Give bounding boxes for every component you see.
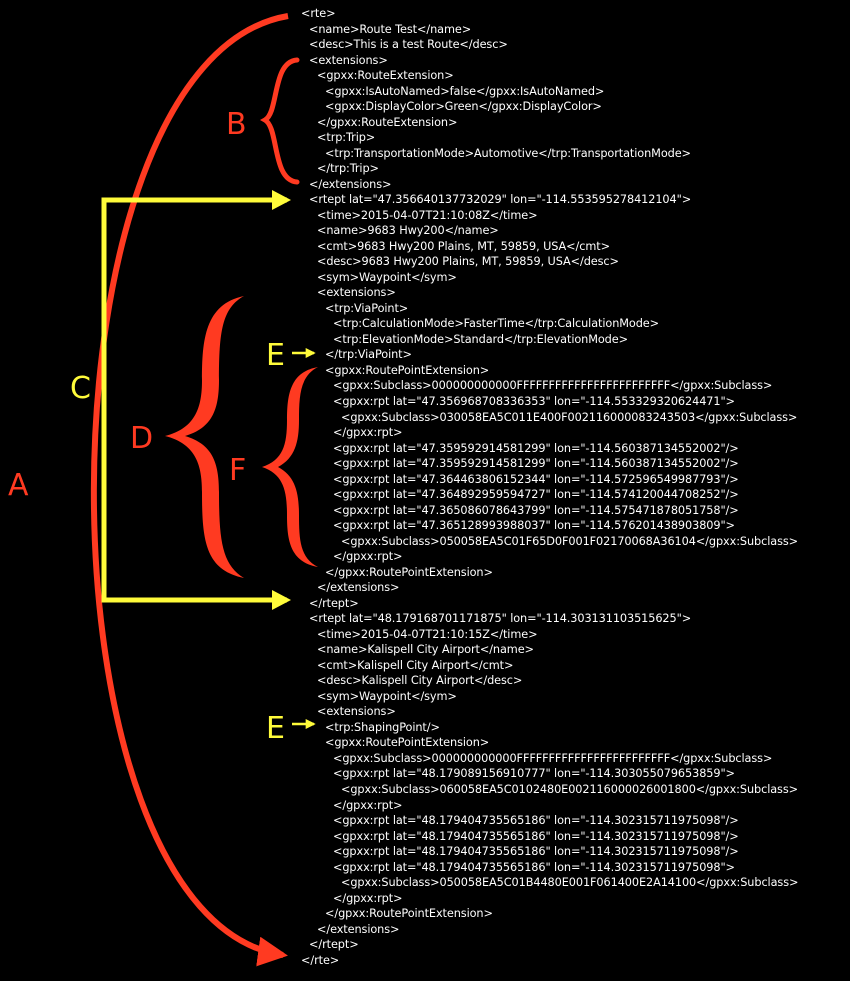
label-a: A	[8, 468, 29, 503]
code-line: <extensions>	[317, 286, 396, 300]
code-line: <gpxx:RoutePointExtension>	[325, 736, 490, 750]
code-line: <gpxx:RouteExtension>	[317, 69, 454, 83]
label-e-shaping: E	[266, 711, 285, 746]
brace-d	[165, 296, 244, 578]
code-line: <trp:ShapingPoint/>	[325, 720, 440, 734]
code-line: <desc>Kalispell City Airport</desc>	[317, 674, 523, 688]
code-line: <gpxx:rpt lat="48.179404735565186" lon="…	[333, 814, 739, 828]
code-line: <gpxx:Subclass>000000000000FFFFFFFFFFFFF…	[333, 379, 773, 393]
code-line: <cmt>9683 Hwy200 Plains, MT, 59859, USA<…	[317, 239, 610, 253]
code-line: <gpxx:rpt lat="48.179404735565186" lon="…	[333, 845, 739, 859]
brace-b	[259, 57, 300, 185]
code-line: <trp:Trip>	[317, 131, 376, 145]
code-line: </trp:Trip>	[317, 162, 379, 176]
code-line: <gpxx:rpt lat="47.359592914581299" lon="…	[333, 457, 739, 471]
code-line: </trp:ViaPoint>	[325, 348, 412, 362]
code-line: <extensions>	[309, 53, 388, 67]
brace-f	[262, 367, 318, 567]
code-line: </gpxx:rpt>	[333, 426, 403, 440]
code-line: </gpxx:rpt>	[333, 798, 403, 812]
code-line: <gpxx:Subclass>030058EA5C011E400F0021160…	[341, 410, 798, 424]
code-line: </gpxx:rpt>	[333, 891, 403, 905]
arrowhead-c-bottom	[272, 590, 291, 610]
code-line: <gpxx:RoutePointExtension>	[325, 363, 490, 377]
code-line: </gpxx:RoutePointExtension>	[325, 907, 493, 921]
code-line: <desc>9683 Hwy200 Plains, MT, 59859, USA…	[317, 255, 619, 269]
code-line: <gpxx:rpt lat="48.179404735565186" lon="…	[333, 829, 739, 843]
code-line: <gpxx:rpt lat="47.356968708336353" lon="…	[333, 395, 735, 408]
code-line: <gpxx:rpt lat="47.359592914581299" lon="…	[333, 441, 739, 455]
code-line: <trp:CalculationMode>FasterTime</trp:Cal…	[333, 317, 660, 331]
code-line: <desc>This is a test Route</desc>	[309, 38, 508, 52]
code-line: </rtept>	[309, 938, 359, 952]
code-line: <name>Kalispell City Airport</name>	[317, 643, 534, 657]
code-line: <gpxx:Subclass>060058EA5C0102480E0021160…	[341, 783, 798, 796]
label-c: C	[70, 371, 91, 406]
code-line: <name>Route Test</name>	[309, 22, 472, 36]
code-line: <name>9683 Hwy200</name>	[317, 224, 499, 238]
code-line: </extensions>	[317, 581, 400, 595]
code-line: <gpxx:rpt lat="47.364892959594727" lon="…	[333, 488, 739, 502]
code-line: </extensions>	[309, 177, 392, 191]
code-line: <cmt>Kalispell City Airport</cmt>	[317, 658, 514, 672]
code-line: </extensions>	[317, 922, 400, 936]
code-line: <gpxx:rpt lat="47.365086078643799" lon="…	[333, 503, 739, 517]
code-line: <time>2015-04-07T21:10:15Z</time>	[317, 627, 538, 641]
code-line: <trp:ElevationMode>Standard</trp:Elevati…	[333, 332, 628, 346]
code-line: </rtept>	[309, 596, 359, 610]
code-line: <rte>	[301, 7, 336, 20]
code-line: </rte>	[301, 953, 340, 967]
arrowhead-c-top	[272, 190, 291, 210]
code-line: </gpxx:rpt>	[333, 550, 403, 564]
bracket-c	[101, 197, 287, 603]
arc-a	[90, 13, 289, 967]
code-line: <gpxx:Subclass>050058EA5C01F65D0F001F021…	[341, 534, 799, 548]
code-line: <trp:TransportationMode>Automotive</trp:…	[325, 146, 691, 160]
label-f: F	[229, 453, 246, 488]
code-line: <gpxx:Subclass>000000000000FFFFFFFFFFFFF…	[333, 751, 773, 765]
code-line: <gpxx:IsAutoNamed>false</gpxx:IsAutoName…	[325, 84, 605, 98]
code-line: <gpxx:rpt lat="48.179404735565186" lon="…	[333, 860, 735, 874]
label-e-via: E	[266, 338, 285, 373]
code-line: </gpxx:RoutePointExtension>	[325, 565, 493, 579]
label-b: B	[226, 107, 247, 142]
code-line: <gpxx:Subclass>050058EA5C01B4480E001F061…	[341, 876, 799, 890]
code-line: <extensions>	[317, 705, 396, 719]
code-line: <trp:ViaPoint>	[325, 301, 409, 315]
code-line: <rtept lat="47.356640137732029" lon="-11…	[309, 193, 692, 207]
code-line: <gpxx:DisplayColor>Green</gpxx:DisplayCo…	[325, 100, 602, 114]
code-line: <sym>Waypoint</sym>	[317, 689, 457, 703]
code-line: <sym>Waypoint</sym>	[317, 270, 457, 284]
code-line: <time>2015-04-07T21:10:08Z</time>	[317, 208, 538, 222]
code-line: <gpxx:rpt lat="48.179089156910777" lon="…	[333, 767, 735, 781]
code-line: <rtept lat="48.179168701171875" lon="-11…	[309, 612, 692, 626]
code-line: <gpxx:rpt lat="47.364463806152344" lon="…	[333, 472, 739, 486]
code-line: </gpxx:RouteExtension>	[317, 115, 458, 129]
code-line: <gpxx:rpt lat="47.365128993988037" lon="…	[333, 519, 735, 533]
label-d: D	[130, 421, 153, 456]
